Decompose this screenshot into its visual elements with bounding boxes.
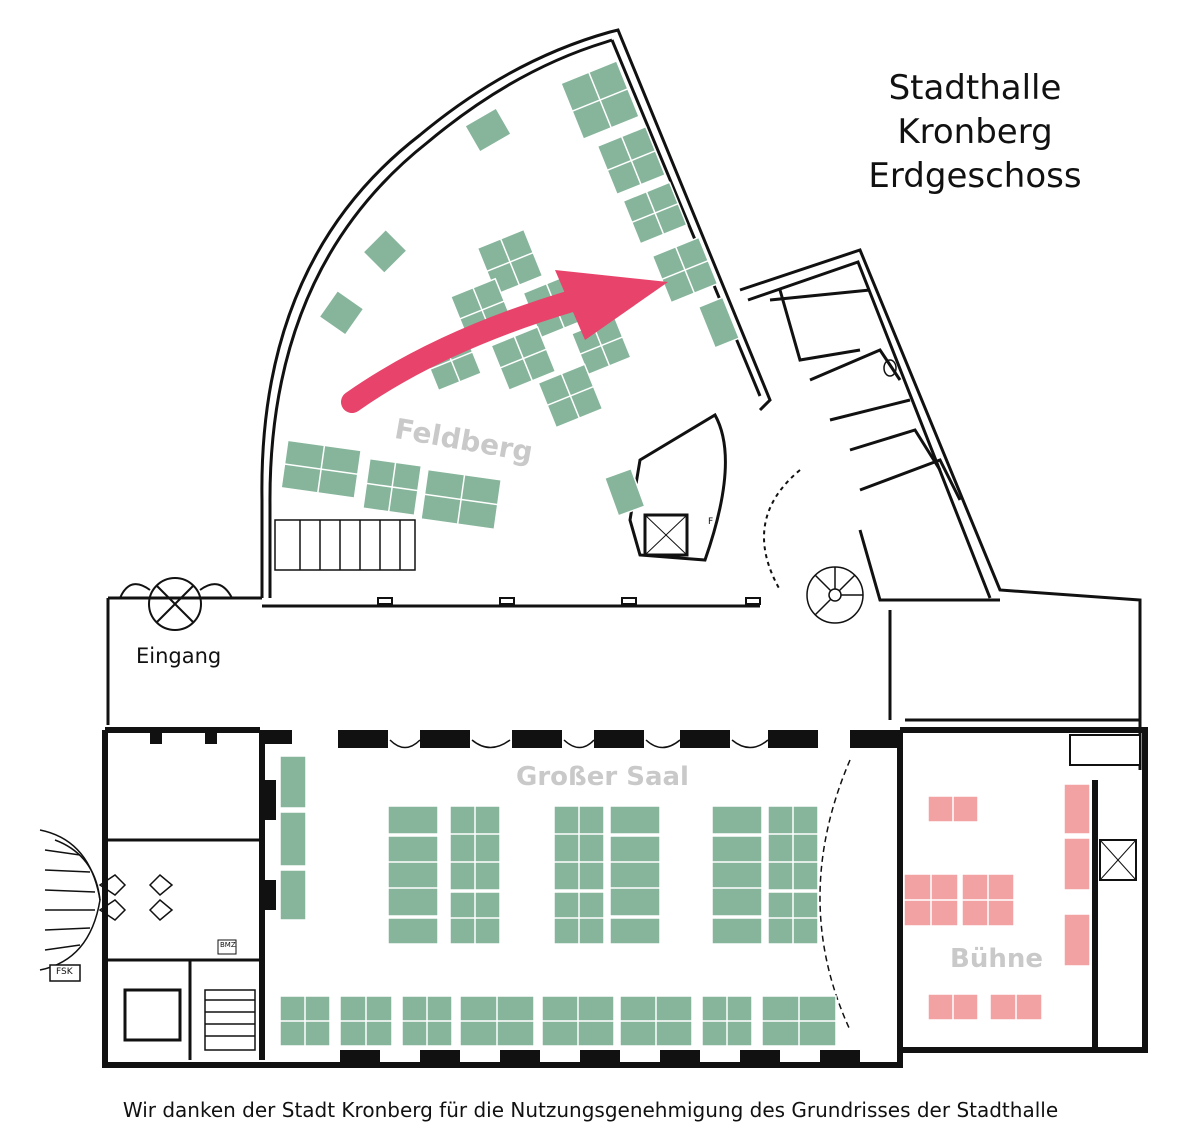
title-line-1: Stadthalle xyxy=(888,68,1062,108)
buehne-tables xyxy=(903,783,1091,1021)
buehne-walls xyxy=(900,727,1148,1053)
entrance-label: Eingang xyxy=(136,644,222,668)
toilet-icon xyxy=(883,359,897,377)
saal-pillars xyxy=(150,730,900,1064)
saal-tables xyxy=(279,755,837,1047)
lamp-icons xyxy=(98,873,174,922)
room-label-grosser-saal: Großer Saal xyxy=(516,762,689,792)
feldberg-tables xyxy=(280,59,741,531)
left-wing-walls xyxy=(105,838,262,1060)
arrow-icon xyxy=(341,270,668,413)
title-line-2: Kronberg xyxy=(897,112,1053,152)
stage-curtain-line xyxy=(819,759,851,1031)
bmz-marker: BMZ xyxy=(220,941,236,949)
credit-line: Wir danken der Stadt Kronberg für die Nu… xyxy=(122,1098,1059,1122)
staircase-icon xyxy=(39,829,256,1051)
room-label-buehne: Bühne xyxy=(950,944,1043,974)
fsk-marker: FSK xyxy=(56,967,73,977)
f-marker: F xyxy=(708,517,714,527)
bar-core xyxy=(628,412,727,562)
entrance-door-icon xyxy=(119,577,233,631)
foyer-windows xyxy=(377,597,761,605)
title-line-3: Erdgeschoss xyxy=(868,156,1082,196)
reception-arc xyxy=(763,469,801,591)
plan-title: Stadthalle Kronberg Erdgeschoss xyxy=(830,66,1120,198)
service-wing-walls xyxy=(739,248,1142,722)
saal-door-icons xyxy=(389,739,769,749)
spiral-staircase-icon xyxy=(806,566,864,624)
feldberg-staircase-icon xyxy=(274,519,416,571)
